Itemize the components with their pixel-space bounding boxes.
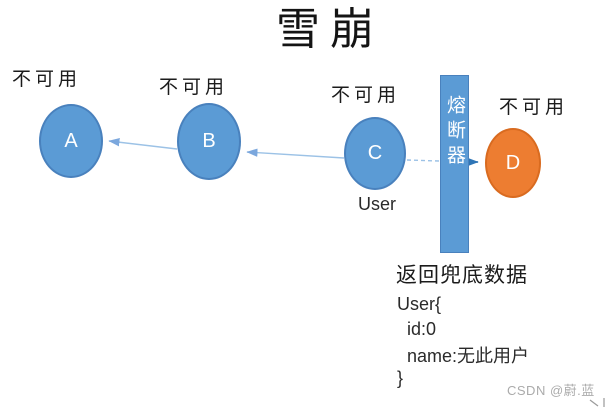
service-node-b: B	[177, 103, 241, 180]
fallback-code-line: }	[397, 368, 404, 388]
service-node-a: A	[39, 104, 103, 178]
status-label-d: 不可用	[499, 97, 569, 118]
fallback-code-line: name:无此用户	[397, 346, 530, 366]
fallback-code-line: User{	[397, 294, 442, 314]
fallback-code-line: id:0	[397, 319, 437, 339]
service-node-b-label: B	[202, 130, 216, 152]
status-label-a: 不可用	[12, 69, 82, 90]
service-node-a-label: A	[64, 129, 78, 152]
arrow-c-to-b	[246, 148, 345, 159]
diagram-title: 雪崩	[276, 4, 384, 55]
user-label: User	[358, 194, 397, 214]
service-node-c-label: C	[367, 142, 383, 164]
service-node-c: C	[344, 117, 406, 190]
dashed-line-c-to-breaker	[406, 159, 440, 162]
status-label-b: 不可用	[159, 77, 229, 98]
arrow-b-to-a	[108, 138, 178, 150]
fallback-node-d-label: D	[505, 151, 521, 174]
csdn-watermark: CSDN @蔚.蓝	[507, 383, 595, 398]
status-label-c: 不可用	[331, 85, 401, 106]
circuit-breaker-label: 熔断器	[444, 95, 465, 170]
fallback-node-d: D	[485, 128, 541, 198]
corner-mark-stroke	[589, 399, 599, 407]
fallback-heading: 返回兜底数据	[396, 264, 528, 287]
circuit-breaker-bar: 熔断器	[440, 75, 469, 253]
